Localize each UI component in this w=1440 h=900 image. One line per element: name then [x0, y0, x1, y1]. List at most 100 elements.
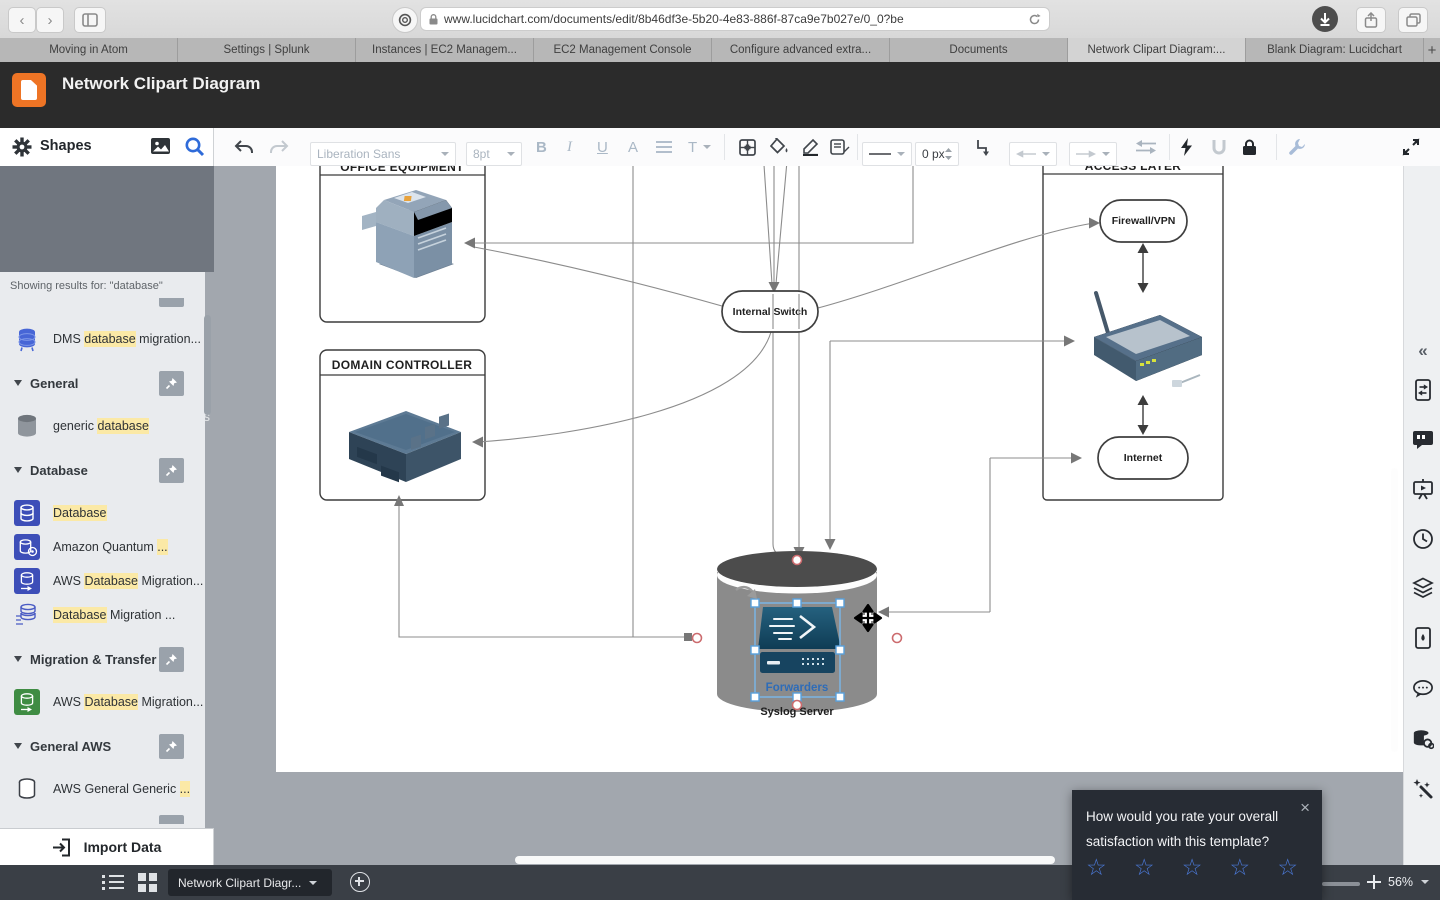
browser-tab[interactable]: Blank Diagram: Lucidchart	[1246, 38, 1424, 62]
share-page-button[interactable]	[1356, 7, 1386, 33]
line-width-stepper[interactable]: 0 px	[915, 142, 959, 166]
layers-icon[interactable]	[1412, 577, 1434, 599]
line-style-select[interactable]	[862, 142, 912, 166]
internet-node[interactable]: Internet	[1097, 436, 1189, 480]
results-section-database[interactable]: Database	[0, 452, 205, 488]
zoom-in-button[interactable]	[1366, 874, 1382, 890]
browser-tab[interactable]: Settings | Splunk	[178, 38, 356, 62]
pin-button[interactable]	[159, 298, 184, 307]
page-tab[interactable]: Network Clipart Diagr...	[168, 869, 332, 896]
reload-icon[interactable]	[1028, 13, 1041, 26]
url-bar[interactable]: www.lucidchart.com/documents/edit/8b46df…	[420, 7, 1050, 31]
bold-button[interactable]: B	[536, 138, 547, 156]
pin-button[interactable]	[159, 457, 184, 483]
browser-tab[interactable]: Configure advanced extra...	[712, 38, 890, 62]
text-align-button[interactable]	[656, 128, 672, 166]
redo-button[interactable]	[269, 128, 289, 166]
star-icon[interactable]: ☆	[1086, 854, 1107, 880]
fill-color-button[interactable]	[770, 128, 789, 166]
manage-shapes-gear-icon[interactable]	[12, 137, 32, 157]
fullscreen-button[interactable]	[1402, 128, 1420, 166]
shape-result-aws-database-migration-green[interactable]: AWS Database Migration...	[0, 685, 205, 719]
import-data-button[interactable]: Import Data	[0, 828, 214, 865]
magnetize-button[interactable]	[1211, 128, 1227, 166]
results-section-migration-transfer[interactable]: Migration & Transfer	[0, 641, 205, 677]
pin-button[interactable]	[159, 815, 184, 824]
shape-result-aws-general-generic[interactable]: AWS General Generic ...	[0, 772, 205, 806]
search-icon[interactable]	[184, 136, 206, 158]
font-family-select[interactable]: Liberation Sans	[310, 142, 456, 166]
collapse-panel-icon[interactable]: «	[1418, 341, 1428, 360]
selection-box[interactable]	[750, 598, 845, 702]
data-linking-icon[interactable]	[1412, 728, 1434, 750]
browser-tab[interactable]: Moving in Atom	[0, 38, 178, 62]
underline-button[interactable]: U	[597, 138, 608, 156]
shape-options-button[interactable]	[830, 128, 850, 166]
page-style-icon[interactable]	[1412, 627, 1434, 649]
downloads-button[interactable]	[1312, 6, 1338, 32]
star-icon[interactable]: ☆	[1277, 854, 1298, 880]
slides-icon[interactable]	[1412, 478, 1434, 500]
connection-points[interactable]	[691, 554, 903, 711]
pin-button[interactable]	[159, 646, 184, 672]
diagram-canvas[interactable]: OFFICE EQUIPMENT DOMAIN CONTROLLER ACCES…	[214, 166, 1403, 865]
canvas-vertical-scrollbar[interactable]	[1391, 468, 1398, 752]
results-section-general-aws[interactable]: General AWS	[0, 728, 205, 764]
history-icon[interactable]	[1412, 528, 1434, 550]
extension-button[interactable]	[392, 7, 418, 33]
text-options-button[interactable]: T	[688, 128, 712, 166]
internal-switch-node[interactable]: Internal Switch	[721, 290, 819, 333]
document-title[interactable]: Network Clipart Diagram	[62, 74, 261, 93]
shape-result-database-migration[interactable]: Database Migration ...	[0, 598, 205, 632]
undo-button[interactable]	[234, 128, 254, 166]
browser-tab-active[interactable]: Network Clipart Diagram:...	[1068, 38, 1246, 62]
page-list-view-button[interactable]	[102, 875, 124, 890]
images-icon[interactable]	[150, 137, 171, 155]
comments-icon[interactable]	[1412, 678, 1434, 700]
star-icon[interactable]: ☆	[1133, 854, 1155, 880]
forwarder-clipart-selected[interactable]: Forwarders	[758, 607, 841, 694]
shape-result-amazon-quantum[interactable]: Amazon Quantum ...	[0, 530, 205, 564]
lucidchart-logo-icon[interactable]	[12, 73, 46, 107]
pin-button[interactable]	[159, 733, 184, 759]
zoom-menu-caret[interactable]	[1421, 880, 1429, 884]
connector-type-button[interactable]	[976, 128, 994, 166]
zoom-slider[interactable]	[1322, 882, 1360, 886]
document-settings-icon[interactable]	[1412, 379, 1434, 401]
lock-button[interactable]	[1242, 128, 1257, 166]
advanced-tools-button[interactable]	[1288, 128, 1306, 166]
panel-scrollbar[interactable]	[204, 315, 211, 415]
page-grid-view-button[interactable]	[138, 873, 157, 892]
shape-data-icon[interactable]	[1412, 428, 1434, 450]
shape-result-generic-database[interactable]: generic database	[0, 409, 205, 443]
add-page-button[interactable]	[350, 872, 370, 892]
browser-tab[interactable]: Documents	[890, 38, 1068, 62]
star-icon[interactable]: ☆	[1181, 854, 1203, 880]
browser-forward-button[interactable]: ›	[36, 7, 64, 33]
browser-tab[interactable]: EC2 Management Console	[534, 38, 712, 62]
line-end-arrow-select[interactable]	[1069, 142, 1117, 166]
hotspot-button[interactable]	[1180, 128, 1193, 166]
shape-result-database[interactable]: Database	[0, 496, 205, 530]
italic-button[interactable]: I	[567, 138, 572, 155]
pin-button[interactable]	[159, 370, 184, 396]
printer-clipart[interactable]	[362, 190, 454, 278]
firewall-vpn-node[interactable]: Firewall/VPN	[1099, 199, 1188, 243]
canvas-horizontal-scrollbar[interactable]	[515, 856, 1055, 864]
shape-result-aws-database-migration[interactable]: AWS Database Migration...	[0, 564, 205, 598]
font-size-select[interactable]: 8pt	[466, 142, 522, 166]
insert-table-button[interactable]	[739, 128, 756, 166]
line-start-arrow-select[interactable]	[1009, 142, 1057, 166]
magic-wand-icon[interactable]	[1412, 778, 1434, 800]
font-color-button[interactable]: A	[628, 138, 639, 156]
new-tab-button[interactable]: +	[1424, 38, 1440, 62]
browser-tab[interactable]: Instances | EC2 Managem...	[356, 38, 534, 62]
swap-arrows-button[interactable]	[1136, 128, 1156, 166]
line-color-button[interactable]	[802, 128, 819, 166]
sidebar-toggle-button[interactable]	[74, 7, 106, 33]
close-icon[interactable]: ×	[1300, 798, 1310, 817]
zoom-level[interactable]: 56%	[1388, 875, 1414, 889]
rotate-handle[interactable]	[735, 585, 757, 599]
router-clipart[interactable]	[1094, 291, 1202, 387]
tab-overview-button[interactable]	[1398, 7, 1428, 33]
